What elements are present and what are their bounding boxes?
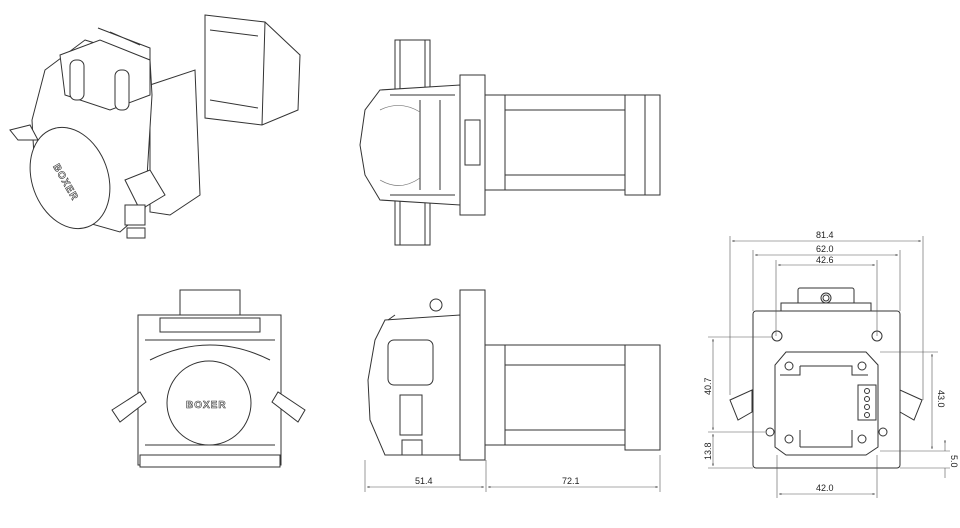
dimension-lines-side: 51.4 72.1 xyxy=(364,455,661,492)
side-view-bottom xyxy=(367,289,661,461)
dim-motor-offset: 5.0 xyxy=(949,455,959,468)
dim-overall-width: 81.4 xyxy=(816,230,834,240)
dimension-lines-rear: 81.4 62.0 42.6 42.0 40.7 13.8 43.0 5.0 xyxy=(703,230,959,498)
brand-logo-front: BOXER xyxy=(186,400,227,411)
dim-motor-length: 72.1 xyxy=(562,476,580,486)
dim-head-length: 51.4 xyxy=(415,476,433,486)
front-view: BOXER xyxy=(111,289,306,468)
dim-motor-height: 43.0 xyxy=(936,390,946,408)
dim-hole-spacing-top: 42.6 xyxy=(816,255,834,265)
dim-bottom-offset: 13.8 xyxy=(703,442,713,460)
rear-view xyxy=(729,287,923,469)
side-view-top xyxy=(359,39,661,246)
dim-hole-spacing-bottom: 42.0 xyxy=(816,483,834,493)
dim-hole-vertical: 40.7 xyxy=(703,377,713,395)
dim-plate-width: 62.0 xyxy=(816,244,834,254)
isometric-view: BOXER xyxy=(9,14,301,239)
